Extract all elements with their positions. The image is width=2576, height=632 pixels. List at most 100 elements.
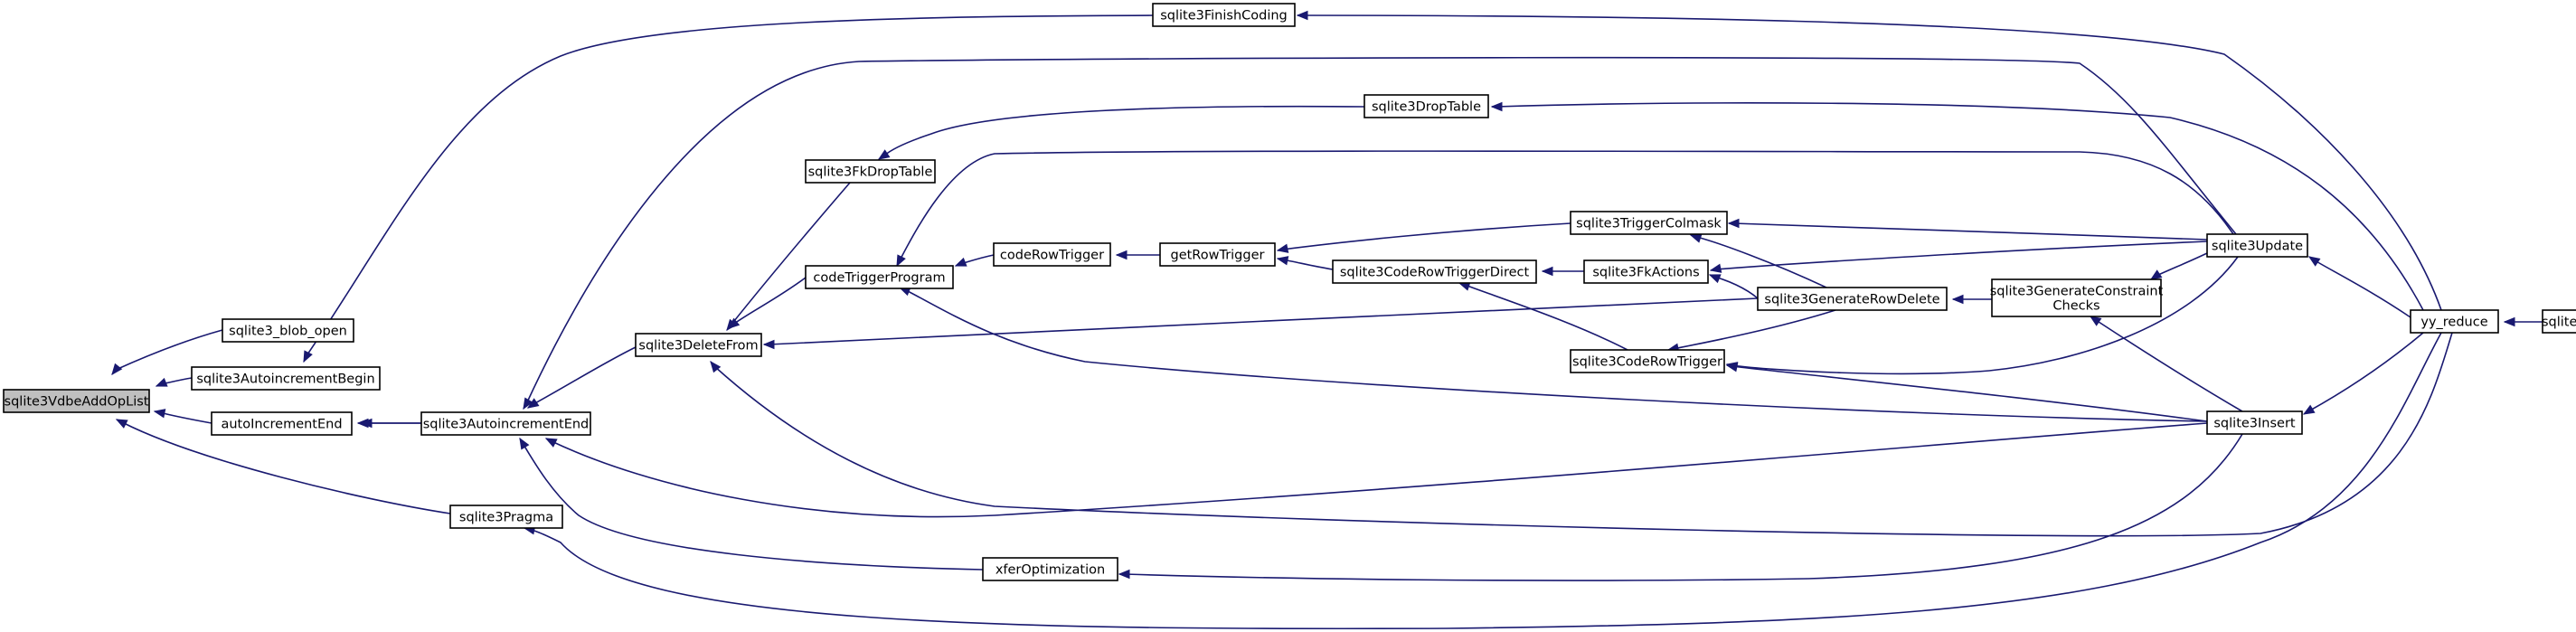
edge-n22-n19: [2308, 256, 2411, 318]
node-box: [420, 411, 591, 436]
edge-n21-n6: [519, 438, 984, 571]
node-box: [1152, 3, 1296, 27]
node-box: [449, 505, 563, 529]
node-layer: sqlite3VdbeAddOpListsqlite3_blob_opensql…: [3, 3, 2576, 581]
node-label: sqlite3DeleteFrom: [638, 339, 758, 354]
node-label: sqlite3_blob_open: [229, 325, 347, 339]
arrowhead-n9-n7: [727, 317, 741, 329]
node-yy_reduce[interactable]: yy_reduce: [2410, 309, 2499, 334]
edge-n7-n6: [527, 346, 637, 409]
arrowhead-n6-n3: [356, 418, 369, 429]
node-sqlite3Update[interactable]: sqlite3Update: [2206, 233, 2308, 258]
node-label: sqlite3Parser: [2542, 316, 2576, 330]
edge-n16-n17: [1667, 309, 1836, 351]
arrowhead-n19-n18: [2149, 269, 2163, 280]
node-label: yy_reduce: [2420, 316, 2487, 330]
node-label: autoIncrementEnd: [221, 418, 342, 432]
node-sqlite3Pragma[interactable]: sqlite3Pragma: [449, 505, 563, 529]
node-sqlite3GenerateRowDelete[interactable]: sqlite3GenerateRowDelete: [1757, 287, 1948, 311]
edge-n13-n12: [1277, 222, 1571, 251]
node-label: sqlite3TriggerColmask: [1576, 217, 1722, 231]
node-box: [2206, 410, 2303, 435]
edge-n19-n17: [1726, 256, 2239, 375]
node-box: [1332, 259, 1537, 284]
node-sqlite3TriggerColmask[interactable]: sqlite3TriggerColmask: [1570, 211, 1728, 235]
node-codeRowTrigger[interactable]: codeRowTrigger: [993, 242, 1111, 267]
node-label: sqlite3CodeRowTriggerDirect: [1340, 266, 1530, 280]
node-label: sqlite3Pragma: [459, 511, 553, 525]
edge-n5-n2: [303, 14, 1154, 363]
edge-n8-n7: [726, 182, 851, 331]
edge-n22-n4: [524, 332, 2442, 630]
node-sqlite3CodeRowTrigger[interactable]: sqlite3CodeRowTrigger: [1570, 349, 1725, 373]
node-label: sqlite3Update: [2212, 240, 2303, 254]
node-label: sqlite3FinishCoding: [1160, 9, 1288, 24]
node-sqlite3VdbeAddOpList[interactable]: sqlite3VdbeAddOpList: [3, 389, 150, 413]
node-label: codeTriggerProgram: [813, 271, 945, 286]
node-sqlite3DeleteFrom[interactable]: sqlite3DeleteFrom: [635, 333, 762, 357]
node-box: [1757, 287, 1948, 311]
node-autoIncrementEnd[interactable]: autoIncrementEnd: [211, 411, 353, 436]
node-sqlite3FkActions[interactable]: sqlite3FkActions: [1583, 259, 1709, 284]
node-label: codeRowTrigger: [1000, 249, 1104, 263]
edge-n19-n15: [1710, 241, 2208, 271]
edge-n10-n8: [878, 105, 1365, 160]
node-box: [805, 159, 936, 184]
edge-n20-n17: [1726, 364, 2208, 422]
edge-layer: [111, 10, 2543, 630]
node-sqlite3AutoincrementEnd[interactable]: sqlite3AutoincrementEnd: [420, 411, 591, 436]
arrowhead-n2-n0: [155, 377, 168, 387]
node-label: getRowTrigger: [1171, 249, 1265, 263]
arrowhead-n5-n2: [303, 350, 313, 363]
edge-n20-n21: [1119, 433, 2243, 581]
arrowhead-n22-n19: [2307, 256, 2321, 267]
node-sqlite3AutoincrementBegin[interactable]: sqlite3AutoincrementBegin: [191, 366, 381, 391]
arrowhead-n14-n12: [1276, 256, 1289, 266]
node-box: [2542, 309, 2576, 334]
edge-n16-n7: [764, 297, 1759, 345]
node-label: sqlite3CodeRowTrigger: [1572, 355, 1722, 370]
arrowhead-n20-n21: [1118, 569, 1130, 580]
node-sqlite3DropTable[interactable]: sqlite3DropTable: [1363, 94, 1489, 118]
edge-n1-n0: [111, 329, 223, 375]
node-box: [2206, 233, 2308, 258]
node-sqlite3_blob_open[interactable]: sqlite3_blob_open: [222, 318, 354, 343]
arrowhead-n20-n6: [544, 438, 558, 448]
node-label: sqlite3DropTable: [1372, 100, 1481, 115]
arrowhead-n19-n6: [523, 397, 533, 410]
node-sqlite3FinishCoding[interactable]: sqlite3FinishCoding: [1152, 3, 1296, 27]
node-box: [211, 411, 353, 436]
edge-n19-n13: [1729, 222, 2208, 241]
node-box: [635, 333, 762, 357]
node-box: [1363, 94, 1489, 118]
node-label: sqlite3FkDropTable: [808, 165, 933, 180]
node-label: sqlite3FkActions: [1592, 266, 1699, 280]
arrowhead-n1-n0: [111, 363, 123, 376]
node-label: sqlite3GenerateRowDelete: [1764, 293, 1939, 307]
arrowhead-n20-n18: [2089, 316, 2102, 326]
node-label: sqlite3Insert: [2213, 417, 2296, 431]
arrowhead-n19-n9: [896, 254, 906, 268]
node-sqlite3CodeRowTriggerDirect[interactable]: sqlite3CodeRowTriggerDirect: [1332, 259, 1537, 284]
edge-n19-n9: [896, 150, 2234, 267]
node-box: [222, 318, 354, 343]
node-box: [1583, 259, 1709, 284]
node-sqlite3Parser[interactable]: sqlite3Parser: [2542, 309, 2576, 334]
node-getRowTrigger[interactable]: getRowTrigger: [1159, 242, 1276, 267]
arrowhead-n3-n0: [153, 409, 166, 419]
node-sqlite3FkDropTable[interactable]: sqlite3FkDropTable: [805, 159, 936, 184]
arrowhead-n20-n17: [1725, 363, 1739, 373]
node-label: sqlite3AutoincrementEnd: [423, 418, 590, 432]
node-codeTriggerProgram[interactable]: codeTriggerProgram: [805, 265, 954, 289]
node-box: [982, 557, 1118, 581]
node-box: [1570, 349, 1725, 373]
node-xferOptimization[interactable]: xferOptimization: [982, 557, 1118, 581]
node-box: [191, 366, 381, 391]
arrowhead-n19-n13: [1727, 218, 1740, 229]
node-box: [1159, 242, 1276, 267]
node-label: Checks: [2052, 299, 2099, 314]
node-sqlite3Insert[interactable]: sqlite3Insert: [2206, 410, 2303, 435]
edge-n9-n7: [728, 277, 807, 329]
arrowhead-n22-n5: [1296, 10, 1308, 21]
